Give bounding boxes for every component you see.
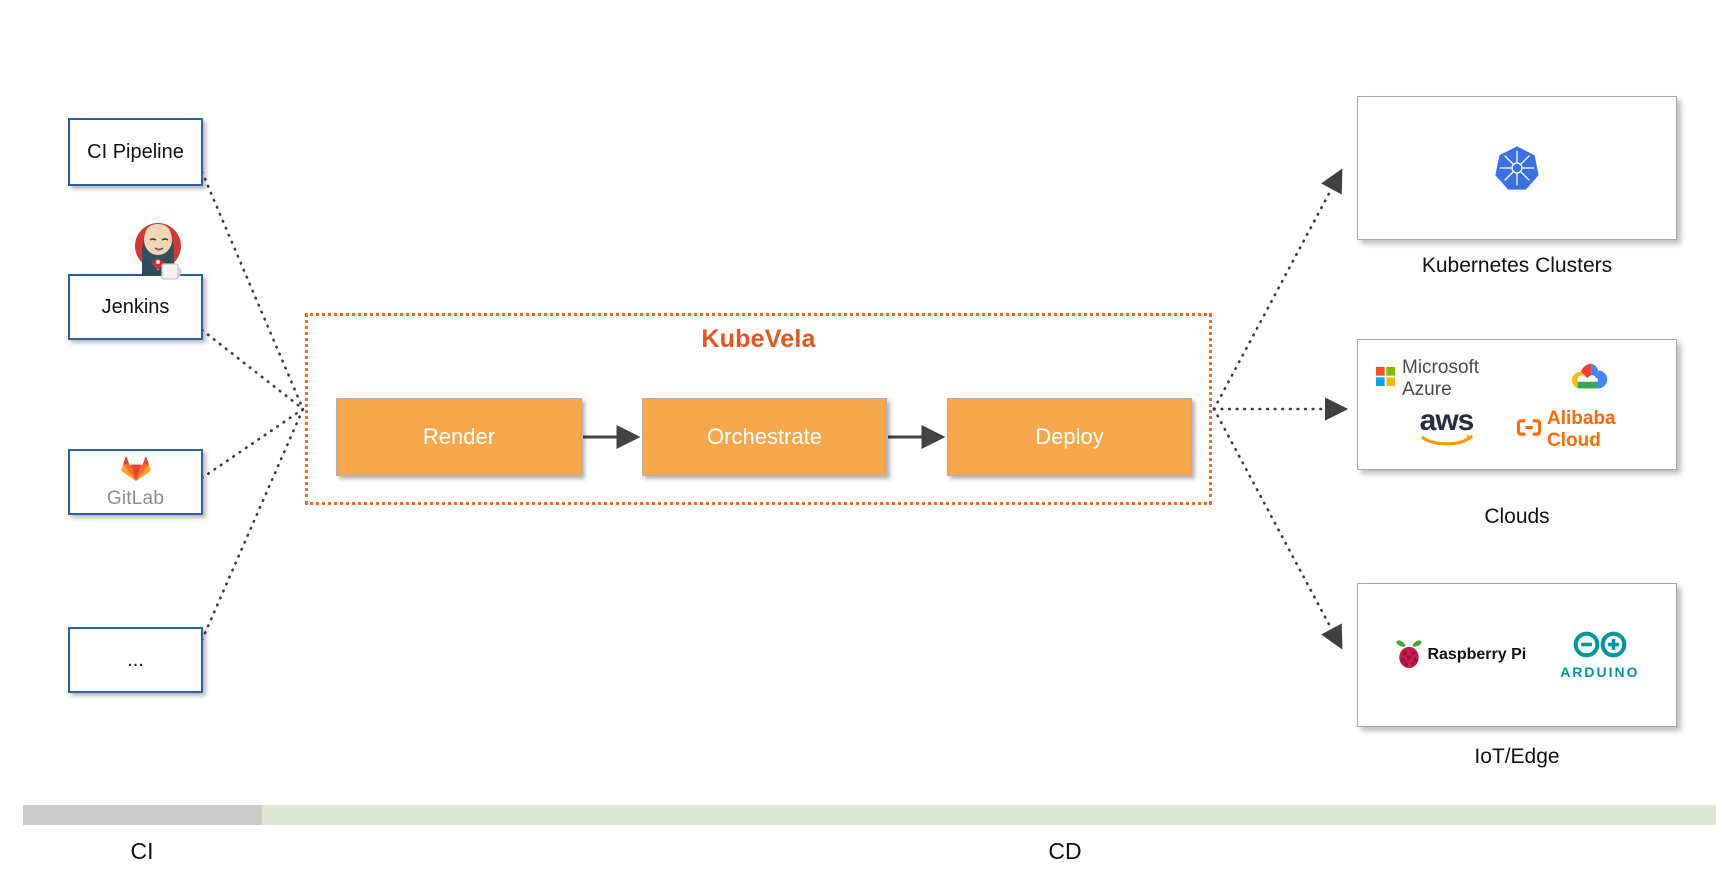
- arduino-logo: ARDUINO: [1560, 631, 1639, 680]
- kubevela-title: KubeVela: [701, 325, 816, 353]
- aws-logo: aws: [1419, 404, 1475, 452]
- gitlab-logo-group: GitLab: [107, 454, 164, 510]
- stage-box-orchestrate[interactable]: Orchestrate: [642, 398, 887, 476]
- aws-smile-icon: [1420, 434, 1474, 452]
- alibaba-cloud-wordmark: Alibaba Cloud: [1547, 407, 1616, 451]
- target-label-kubernetes: Kubernetes Clusters: [1421, 254, 1613, 277]
- fan-out-connectors: [1212, 168, 1349, 650]
- google-cloud-icon: [1566, 360, 1610, 399]
- cloud-logo-grid: Microsoft Azure aws: [1358, 340, 1676, 469]
- microsoft-azure-icon: [1376, 367, 1395, 391]
- target-panel-iot-edge[interactable]: Raspberry Pi ARDUINO: [1357, 583, 1677, 727]
- target-label-clouds: Clouds: [1484, 505, 1550, 528]
- phase-segment-ci: [23, 805, 262, 825]
- phase-label-cd: CD: [1048, 838, 1082, 864]
- phase-bar: [23, 805, 1716, 825]
- source-box-ci-pipeline[interactable]: CI Pipeline: [68, 118, 203, 186]
- microsoft-azure-wordmark: Microsoft Azure: [1402, 357, 1480, 401]
- source-box-jenkins[interactable]: Jenkins: [68, 274, 203, 340]
- source-box-gitlab[interactable]: GitLab: [68, 449, 203, 515]
- stage-label-orchestrate: Orchestrate: [707, 424, 822, 449]
- kubernetes-helm-icon: [1358, 97, 1676, 239]
- gitlab-fox-icon: [120, 454, 151, 487]
- aws-wordmark: aws: [1419, 404, 1475, 438]
- stage-box-render[interactable]: Render: [336, 398, 582, 476]
- target-label-iot-edge: IoT/Edge: [1474, 745, 1560, 768]
- raspberry-pi-logo: Raspberry Pi: [1394, 637, 1526, 674]
- source-box-more[interactable]: ...: [68, 627, 203, 693]
- arduino-wordmark: ARDUINO: [1560, 663, 1640, 680]
- iot-logo-grid: Raspberry Pi ARDUINO: [1358, 584, 1676, 726]
- kubevela-container: [305, 313, 1212, 505]
- phase-label-ci: CI: [130, 838, 154, 864]
- phase-segment-cd: [262, 805, 1716, 825]
- source-label-more: ...: [127, 649, 144, 671]
- target-panel-clouds[interactable]: Microsoft Azure aws: [1357, 339, 1677, 470]
- arduino-infinity-icon: [1571, 631, 1629, 663]
- alibaba-cloud-logo: Alibaba Cloud: [1517, 408, 1658, 452]
- stage-box-deploy[interactable]: Deploy: [947, 398, 1192, 476]
- stage-label-deploy: Deploy: [1035, 424, 1104, 449]
- raspberry-pi-icon: [1394, 637, 1424, 674]
- stage-label-render: Render: [422, 424, 496, 449]
- raspberry-pi-wordmark: Raspberry Pi: [1427, 646, 1527, 663]
- gitlab-wordmark: GitLab: [106, 488, 165, 509]
- alibaba-cloud-icon: [1517, 418, 1541, 442]
- source-label-jenkins: Jenkins: [101, 296, 170, 318]
- source-label-ci-pipeline: CI Pipeline: [87, 141, 184, 163]
- target-panel-kubernetes[interactable]: [1357, 96, 1677, 240]
- fan-in-connectors: [200, 170, 305, 642]
- microsoft-azure-logo: Microsoft Azure: [1376, 357, 1517, 401]
